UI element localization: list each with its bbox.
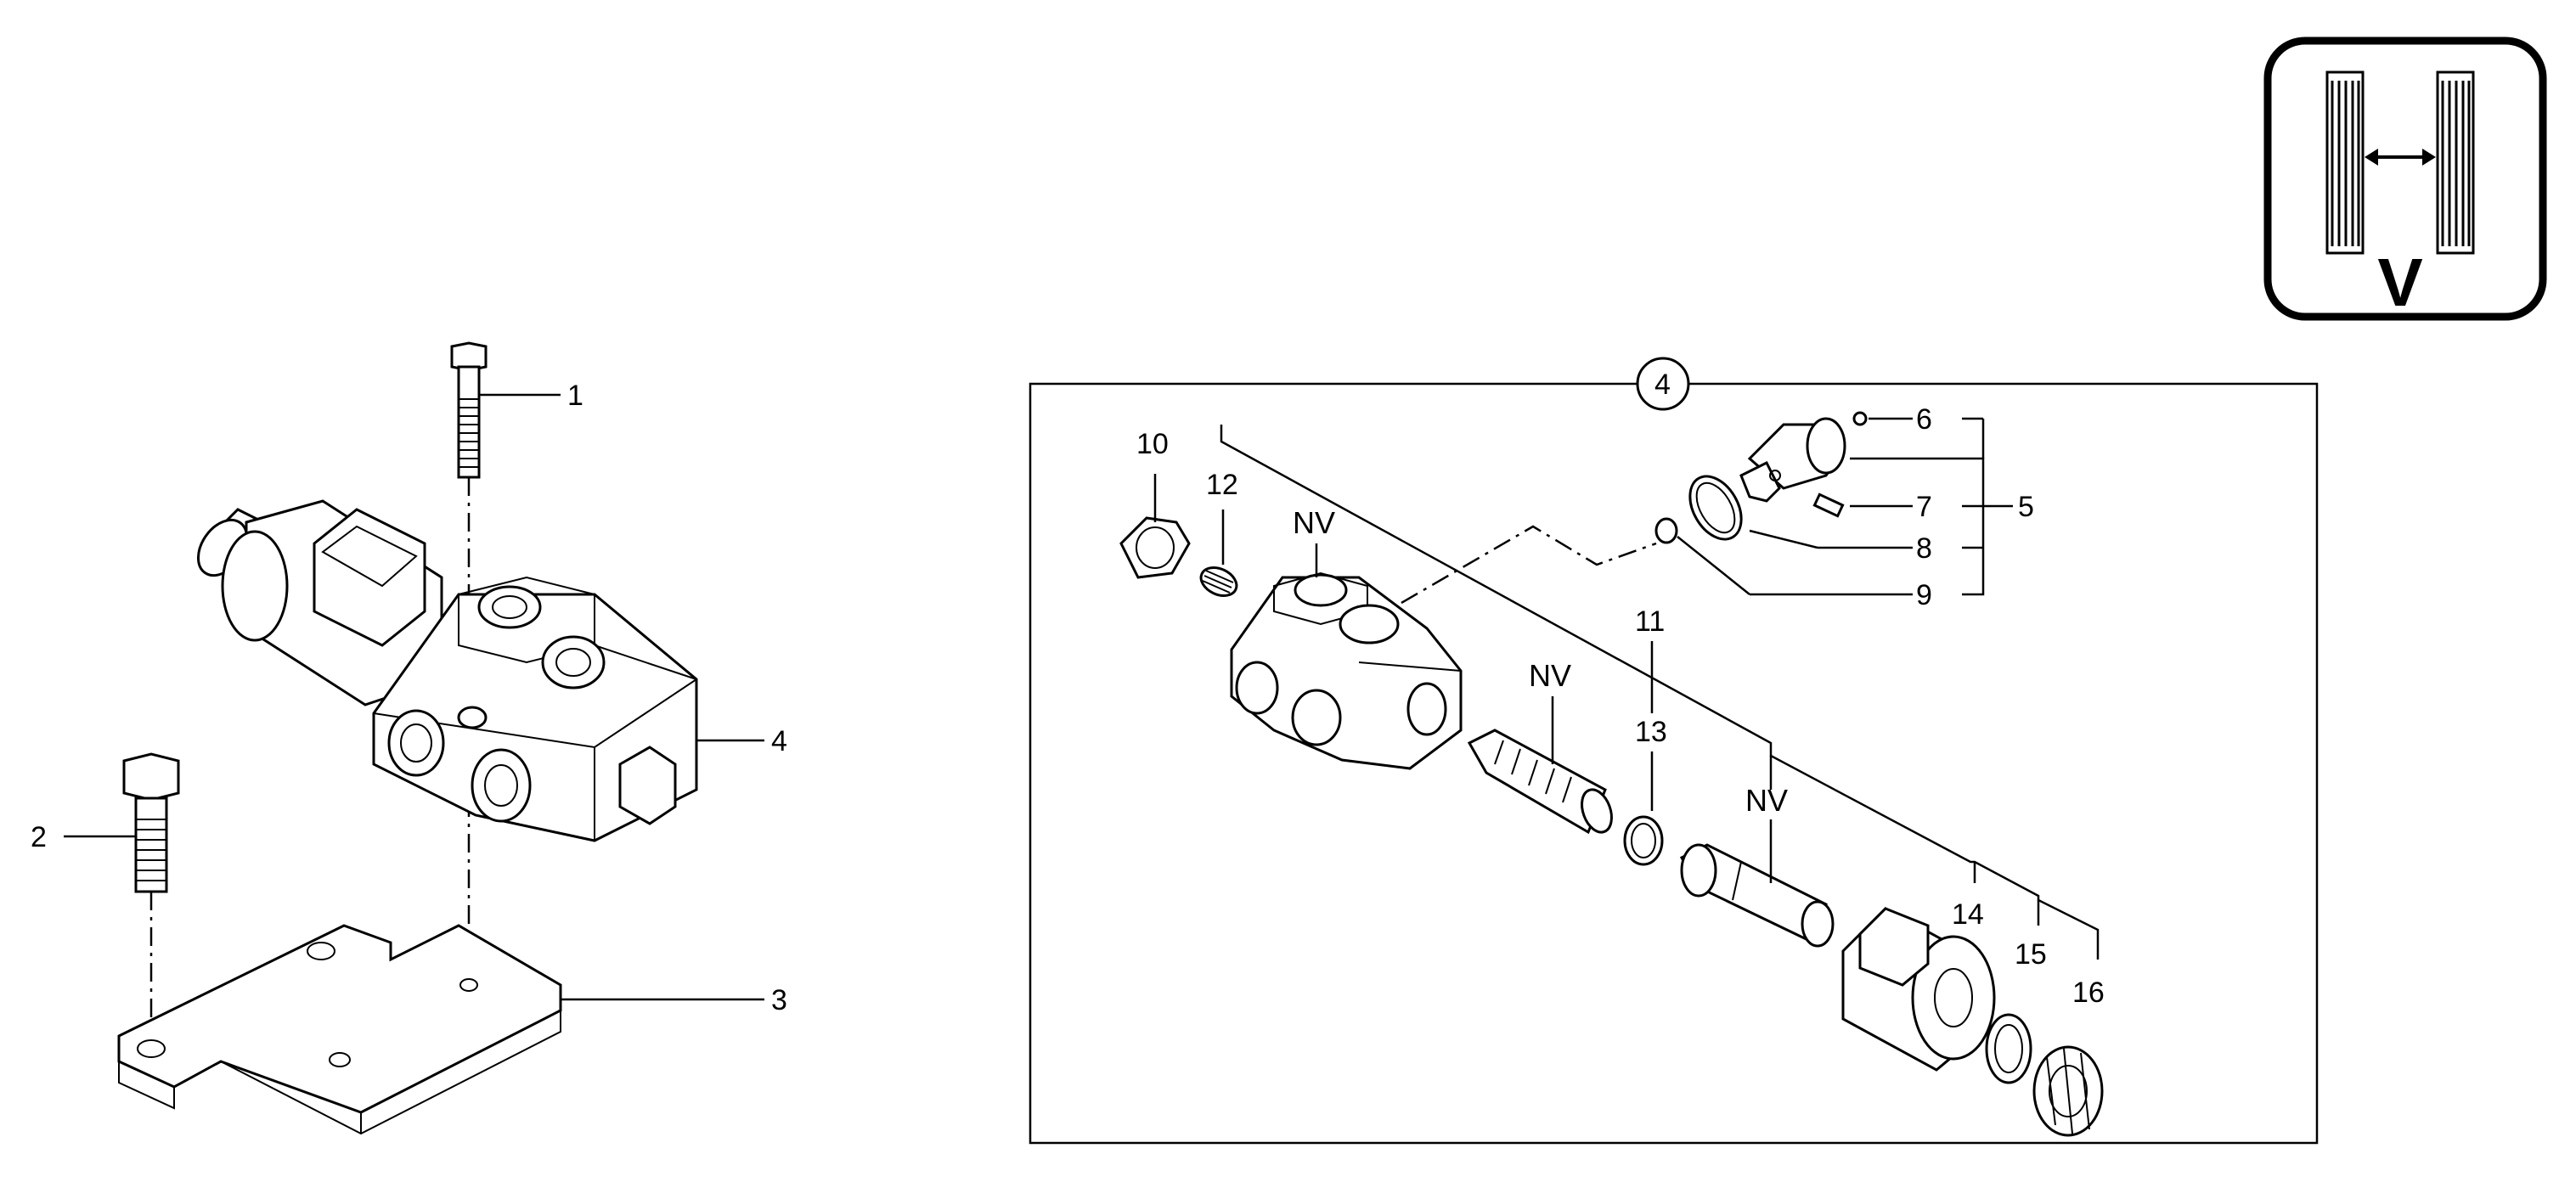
- callout-11: 11: [1635, 605, 1665, 638]
- solenoid-tube-nv: [1679, 843, 1835, 948]
- callout-9: 9: [1916, 579, 1932, 611]
- callout-5: 5: [2018, 491, 2034, 523]
- callout-nv-body: NV: [1293, 505, 1335, 540]
- callout-3: 3: [771, 984, 787, 1016]
- callout-8: 8: [1916, 532, 1932, 565]
- left-assembly: 1 2 3: [31, 341, 787, 1135]
- detail-callout-4: 4: [1654, 369, 1671, 401]
- bolt-2: [122, 752, 180, 893]
- coil-14: [1841, 907, 1996, 1072]
- o-ring-8: [1688, 475, 1743, 541]
- callout-16: 16: [2072, 977, 2105, 1009]
- callout-13: 13: [1635, 716, 1667, 748]
- callout-1: 1: [567, 380, 583, 412]
- callout-4: 4: [771, 725, 787, 757]
- plug-10: [1119, 516, 1191, 579]
- callout-14: 14: [1952, 898, 1984, 931]
- callout-15: 15: [2015, 938, 2047, 971]
- ball-6: [1852, 411, 1868, 426]
- mounting-bracket-3: [117, 924, 562, 1135]
- callout-12: 12: [1206, 469, 1238, 501]
- o-ring-9: [1654, 517, 1678, 544]
- callout-nv-tube: NV: [1745, 783, 1788, 818]
- callout-nv-cartridge: NV: [1529, 658, 1571, 693]
- knurled-nut-16: [2032, 1045, 2104, 1137]
- badge-letter: V: [2377, 245, 2422, 320]
- pin-7: [1812, 492, 1845, 518]
- callout-2: 2: [31, 821, 47, 853]
- valve-cap-5: [1739, 417, 1846, 503]
- cartridge-nv: [1467, 729, 1613, 835]
- detail-view-4: 4 10 12 NV: [1029, 357, 2319, 1145]
- valve-body-nv: [1230, 571, 1463, 770]
- spring-12: [1199, 566, 1238, 597]
- callout-6: 6: [1916, 403, 1932, 436]
- callout-10: 10: [1136, 428, 1169, 460]
- callout-7: 7: [1916, 491, 1932, 523]
- solenoid-valve-4: [196, 499, 698, 842]
- valve-position-badge-icon: V: [2263, 37, 2547, 321]
- seal-ring-15: [1985, 1013, 2032, 1084]
- bolt-1: [450, 341, 488, 479]
